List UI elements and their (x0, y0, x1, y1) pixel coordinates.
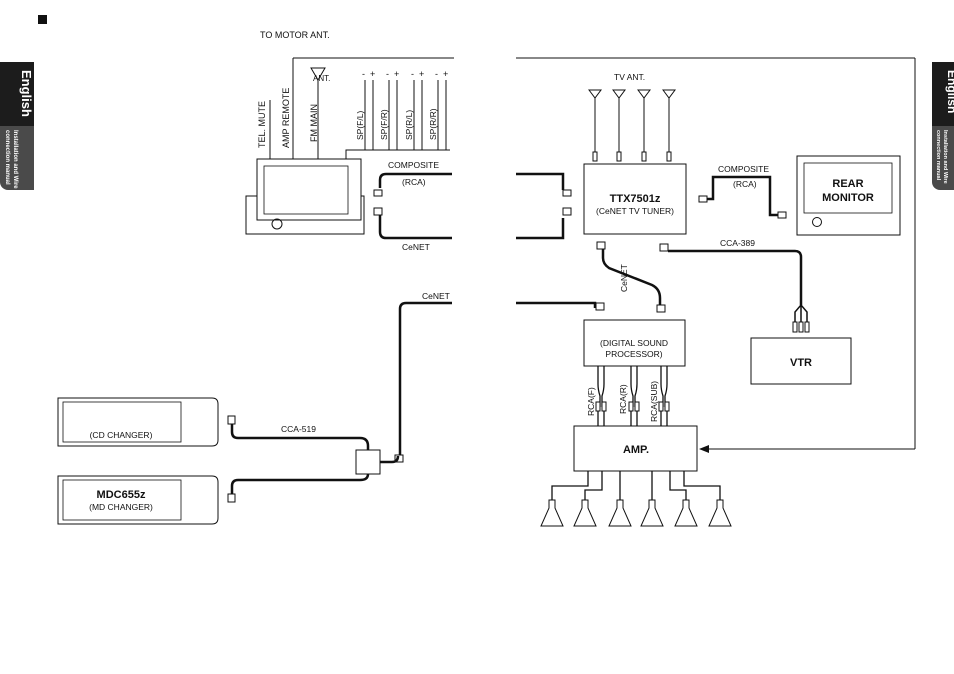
amp-remote-line (516, 57, 916, 453)
composite-to-monitor (698, 175, 787, 219)
vtr-label: VTR (790, 357, 812, 369)
label-rca-r: RCA(R) (618, 384, 628, 414)
amp-label: AMP. (623, 444, 649, 456)
dsp-frame (583, 319, 686, 367)
dsp-label-2: PROCESSOR) (605, 349, 662, 359)
label-ant: ANT. (313, 74, 330, 83)
amp-frame (573, 425, 698, 472)
language-tab-left-subtitle-2: connection manual (4, 130, 10, 185)
label-sp-rr: SP(R/R) (428, 108, 438, 140)
head-unit-wires (269, 57, 454, 159)
composite-plug-tuner (562, 189, 572, 197)
sp-fr-minus: - (386, 69, 389, 79)
speaker-icon (573, 499, 597, 527)
label-to-motor-ant: TO MOTOR ANT. (260, 30, 330, 40)
amplifier: AMP. (573, 425, 698, 472)
speaker-icon (540, 499, 564, 527)
cca-519-junction-box (355, 449, 381, 475)
label-tv-ant: TV ANT. (614, 72, 645, 82)
language-tab-right: English Installation and Wire connection… (932, 62, 954, 190)
cenet-plug-left (373, 207, 383, 216)
speaker-icon (674, 499, 698, 527)
sp-fr-plus: + (394, 69, 399, 79)
rca-plugs (595, 401, 670, 412)
head-unit-display (263, 165, 349, 215)
cd-changer: (CD CHANGER) (57, 397, 219, 447)
language-tab-left-top (0, 62, 34, 126)
sp-rr-minus: - (435, 69, 438, 79)
language-tab-left-label: English (19, 70, 34, 117)
head-unit-knob (271, 218, 283, 230)
fm-antenna-icon (310, 67, 326, 81)
cca-519-cable (227, 415, 400, 503)
rear-monitor: REAR MONITOR (796, 155, 901, 236)
label-rca-sub: RCA(SUB) (649, 381, 659, 422)
label-cca-389: CCA-389 (720, 238, 755, 248)
language-tab-left-subtitle-1: Installation and Wire (12, 130, 18, 189)
rca-cables (597, 366, 668, 427)
md-changer: MDC655z (MD CHANGER) (57, 475, 219, 525)
speaker-wires (551, 471, 721, 500)
label-composite-left: COMPOSITE (388, 160, 439, 170)
speaker-icon (640, 499, 664, 527)
label-cenet-vertical: CeNET (619, 264, 629, 292)
vtr: VTR (750, 337, 852, 385)
sp-rl-minus: - (411, 69, 414, 79)
cenet-tuner-to-dsp (596, 241, 666, 313)
cenet-plug-tuner (562, 207, 572, 216)
language-tab-right-label: English (945, 70, 954, 113)
label-sp-rl: SP(R/L) (404, 110, 414, 140)
section-bullet (38, 15, 47, 24)
speaker-icon (608, 499, 632, 527)
language-tab-right-top (932, 62, 954, 126)
cd-changer-label: (CD CHANGER) (90, 430, 153, 440)
head-unit (245, 158, 365, 235)
label-sp-fl: SP(F/L) (355, 111, 365, 140)
label-cenet-chain: CeNET (422, 291, 450, 301)
dsp-label-1: (DIGITAL SOUND (600, 338, 668, 348)
label-tel-mute: TEL. MUTE (257, 101, 267, 148)
sp-fl-minus: - (362, 69, 365, 79)
rear-monitor-knob (812, 217, 822, 227)
label-rca-left: (RCA) (402, 177, 426, 187)
speaker-icon (708, 499, 732, 527)
label-amp-remote: AMP REMOTE (281, 88, 291, 148)
label-rca-f: RCA(F) (586, 387, 596, 416)
tv-tuner-model: TTX7501z (610, 193, 661, 205)
speakers (540, 499, 732, 527)
head-unit-cables (378, 172, 565, 240)
rear-monitor-screen (803, 162, 893, 214)
vtr-frame (750, 337, 852, 385)
tv-tuner-frame (583, 163, 687, 235)
md-changer-model: MDC655z (97, 489, 146, 501)
sp-fl-plus: + (370, 69, 375, 79)
composite-plug-left (373, 189, 383, 197)
digital-sound-processor: (DIGITAL SOUND PROCESSOR) (583, 319, 686, 367)
cenet-chain-cable (394, 301, 605, 463)
md-changer-label: (MD CHANGER) (89, 502, 153, 512)
sp-rr-plus: + (443, 69, 448, 79)
label-cenet-head: CeNET (402, 242, 430, 252)
language-tab-left: English Installation and Wire connection… (0, 62, 34, 190)
cca-389-cable (659, 243, 810, 333)
rear-monitor-label-1: REAR (832, 178, 863, 190)
language-tab-right-subtitle-2: connection manual (935, 130, 941, 181)
label-composite-right: COMPOSITE (718, 164, 769, 174)
label-fm-main: FM MAIN (309, 104, 319, 142)
tv-tuner-desc: (CeNET TV TUNER) (596, 206, 674, 216)
label-cca-519: CCA-519 (281, 424, 316, 434)
label-sp-fr: SP(F/R) (379, 109, 389, 140)
language-tab-right-graphic: English Installation and Wire connection… (932, 62, 954, 184)
tv-tuner-box: TTX7501z (CeNET TV TUNER) (583, 163, 687, 235)
label-rca-right: (RCA) (733, 179, 757, 189)
sp-rl-plus: + (419, 69, 424, 79)
language-tab-right-subtitle-1: Installation and Wire (942, 130, 948, 184)
tv-antennas (588, 89, 676, 162)
language-tab-left-graphic: English Installation and Wire connection… (0, 62, 34, 189)
rear-monitor-label-2: MONITOR (822, 192, 874, 204)
md-changer-panel (62, 479, 182, 521)
cd-changer-panel (62, 401, 182, 443)
